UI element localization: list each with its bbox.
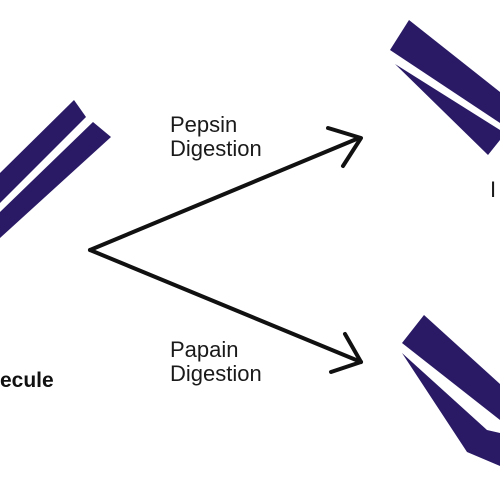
pepsin-chain-lower [395,64,500,155]
papain-arrowhead [329,332,363,374]
molecule-label-fragment: ecule [0,369,54,392]
pepsin-arrow-shaft [88,136,361,252]
left-chain-upper [0,100,86,203]
pepsin-label-line2: Digestion [170,136,262,161]
pepsin-label: Pepsin Digestion [170,113,262,161]
digestion-arrows [88,126,363,374]
left-antibody-fragment [0,100,111,238]
pepsin-arrowhead [326,126,363,168]
papain-arrow-shaft [88,248,363,364]
papain-label-line2: Digestion [170,361,262,386]
left-chain-lower [0,122,111,238]
papain-product-fragment [402,315,500,466]
papain-chain-lower [402,353,500,466]
pepsin-product-fragment [390,20,500,155]
papain-chain-upper [402,315,500,420]
pepsin-chain-upper [390,20,500,123]
papain-label-line1: Papain [170,337,239,362]
papain-label: Papain Digestion [170,338,262,386]
pepsin-label-line1: Pepsin [170,112,238,137]
right-edge-label-fragment: I [490,177,497,202]
